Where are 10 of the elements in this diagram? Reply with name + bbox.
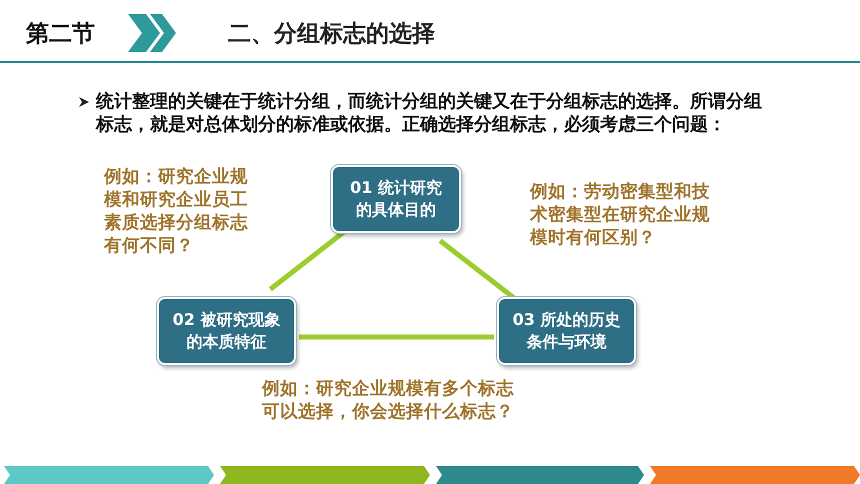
slide-title: 二、分组标志的选择 <box>228 20 435 49</box>
example-note: 例如：劳动密集型和技术密集型在研究企业规模时有何区别？ <box>530 181 711 250</box>
process-box: 02 被研究现象的本质特征 <box>157 297 296 365</box>
process-box: 01 统计研究的具体目的 <box>331 165 461 233</box>
example-note: 例如：研究企业规模和研究企业员工素质选择分组标志有何不同？ <box>104 166 249 258</box>
body-paragraph: 统计整理的关键在于统计分组，而统计分组的关键又在于分组标志的选择。所谓分组标志，就是对总体划分的标准或依据。正确选择分组标志，必须考虑三个问题： <box>96 90 763 136</box>
example-note: 例如：研究企业规模有多个标志可以选择，你会选择什么标志？ <box>262 378 515 424</box>
connector-line <box>299 334 494 340</box>
process-box: 03 所处的历史条件与环境 <box>497 297 636 365</box>
section-heading: 第二节 <box>26 20 95 49</box>
